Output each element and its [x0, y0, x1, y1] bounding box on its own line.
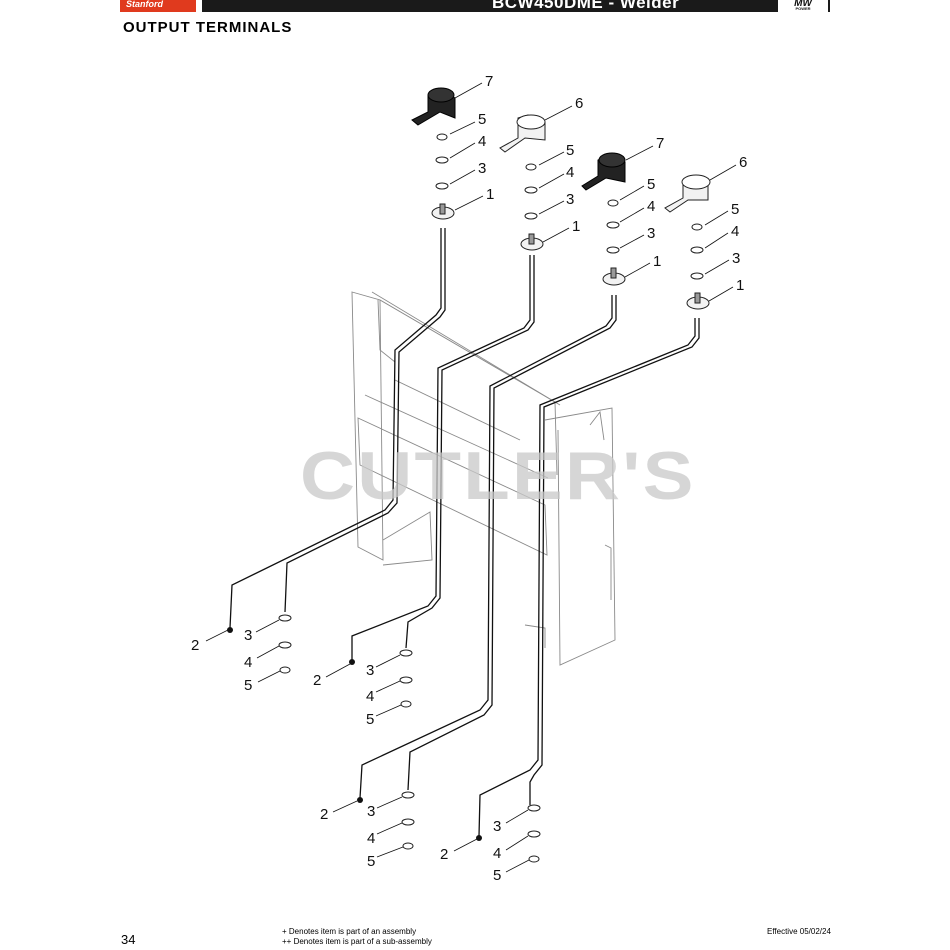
hardware-stack-3 [401, 791, 415, 850]
section-title: OUTPUT TERMINALS [123, 19, 293, 36]
callout-4: 4 [478, 133, 486, 150]
callout-4: 4 [647, 198, 655, 215]
callout-5: 5 [478, 111, 486, 128]
watermark: CUTLER'S [299, 438, 696, 514]
effective-date: Effective 05/02/24 [767, 927, 831, 936]
callout-3: 3 [566, 191, 574, 208]
callout-7: 7 [485, 73, 493, 90]
callout-6: 6 [575, 95, 583, 112]
brand-badge: Stanford [120, 0, 202, 12]
terminal-stack-4 [664, 174, 711, 310]
callout-4: 4 [731, 223, 739, 240]
callout-5: 5 [647, 176, 655, 193]
header-bar: Stanford BCW450DME - Welder MW POWER [120, 0, 830, 12]
hardware-stack-2 [399, 649, 413, 708]
callout-5: 5 [244, 677, 252, 694]
callout-5: 5 [731, 201, 739, 218]
callout-3: 3 [244, 627, 252, 644]
callout-5: 5 [493, 867, 501, 884]
terminal-cables [229, 228, 700, 837]
callout-4: 4 [244, 654, 252, 671]
page-number: 34 [121, 932, 136, 947]
callout-7: 7 [656, 135, 664, 152]
footnotes: + Denotes item is part of an assembly ++… [282, 927, 432, 947]
callout-3: 3 [647, 225, 655, 242]
terminal-stack-2 [499, 114, 546, 251]
footnote-sub-assembly: ++ Denotes item is part of a sub-assembl… [282, 937, 432, 946]
callout-5: 5 [366, 711, 374, 728]
callout-6: 6 [739, 154, 747, 171]
brand-logo: MW POWER [778, 0, 828, 12]
callout-2: 2 [313, 672, 321, 689]
callout-leaders [205, 82, 737, 873]
callout-4: 4 [566, 164, 574, 181]
callout-3: 3 [732, 250, 740, 267]
terminal-stack-3 [581, 152, 626, 286]
callout-4: 4 [366, 688, 374, 705]
logo-main: MW [794, 0, 812, 9]
callout-3: 3 [478, 160, 486, 177]
callout-2: 2 [440, 846, 448, 863]
hardware-stack-1 [278, 614, 292, 674]
hardware-stack-4 [527, 804, 541, 863]
callout-5: 5 [367, 853, 375, 870]
callout-4: 4 [493, 845, 501, 862]
cable-lugs [227, 627, 482, 841]
callout-1: 1 [572, 218, 580, 235]
callout-3: 3 [366, 662, 374, 679]
callout-1: 1 [653, 253, 661, 270]
callout-numbers: 7 5 4 3 1 6 5 4 3 1 7 5 4 3 1 6 5 4 3 1 … [191, 73, 747, 884]
callout-3: 3 [367, 803, 375, 820]
footnote-assembly: + Denotes item is part of an assembly [282, 927, 417, 936]
callout-4: 4 [367, 830, 375, 847]
callout-5: 5 [566, 142, 574, 159]
callout-1: 1 [736, 277, 744, 294]
callout-2: 2 [191, 637, 199, 654]
document-title: BCW450DME - Welder [492, 0, 680, 12]
callout-1: 1 [486, 186, 494, 203]
callout-2: 2 [320, 806, 328, 823]
terminal-stack-1 [411, 87, 456, 220]
logo-sub: POWER [795, 6, 811, 11]
callout-3: 3 [493, 818, 501, 835]
